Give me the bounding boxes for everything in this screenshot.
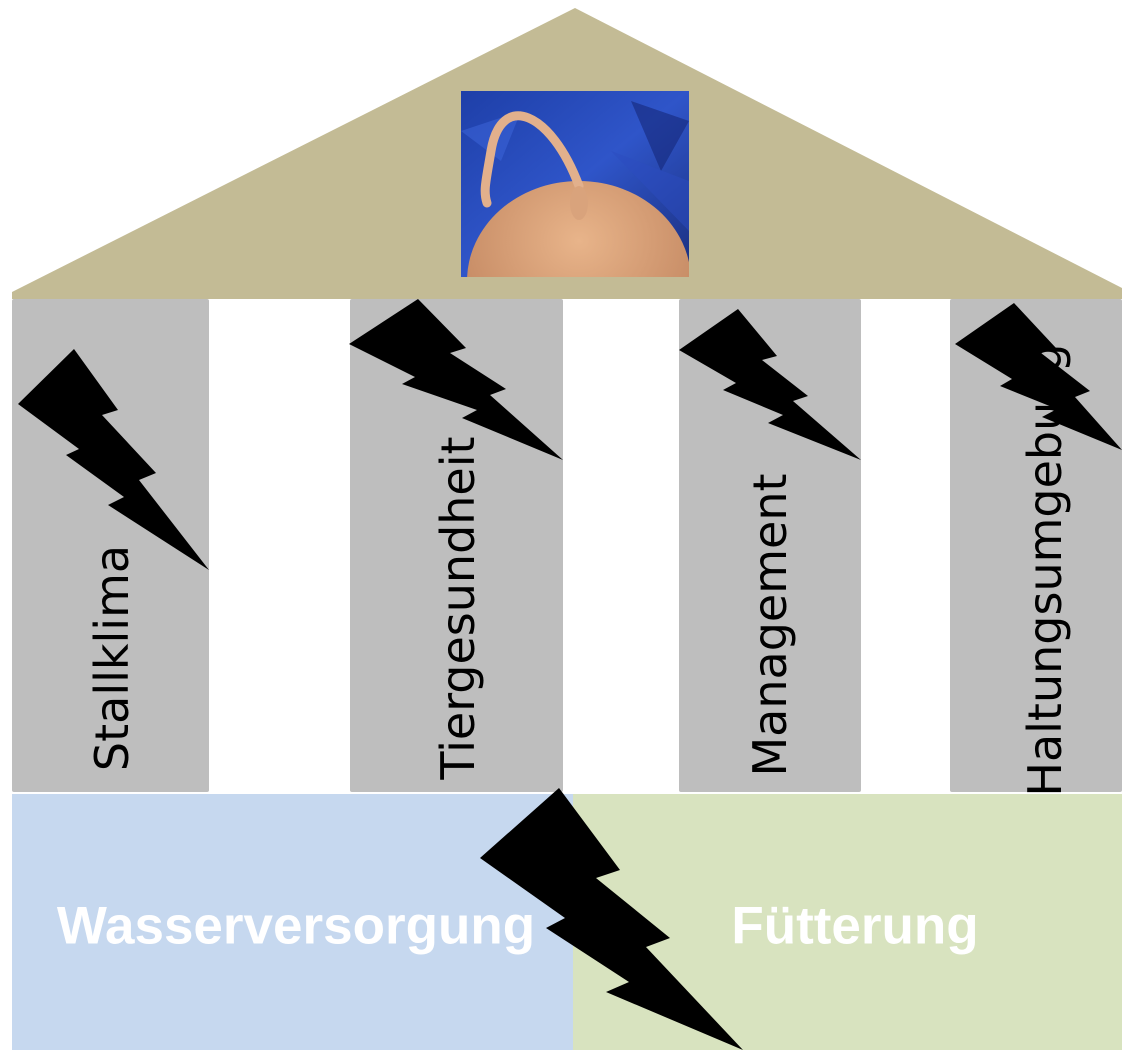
base-label-feed: Fütterung [731,896,979,956]
pillar-label: Haltungsumgebung [1018,343,1072,797]
pillar-label: Stallklima [85,544,139,772]
base-water [12,794,573,1050]
pillar-label: Tiergesundheit [431,436,485,780]
pillar-label: Management [743,473,797,777]
base-label-water: Wasserversorgung [56,896,536,956]
pig-tail-photo [461,91,689,277]
